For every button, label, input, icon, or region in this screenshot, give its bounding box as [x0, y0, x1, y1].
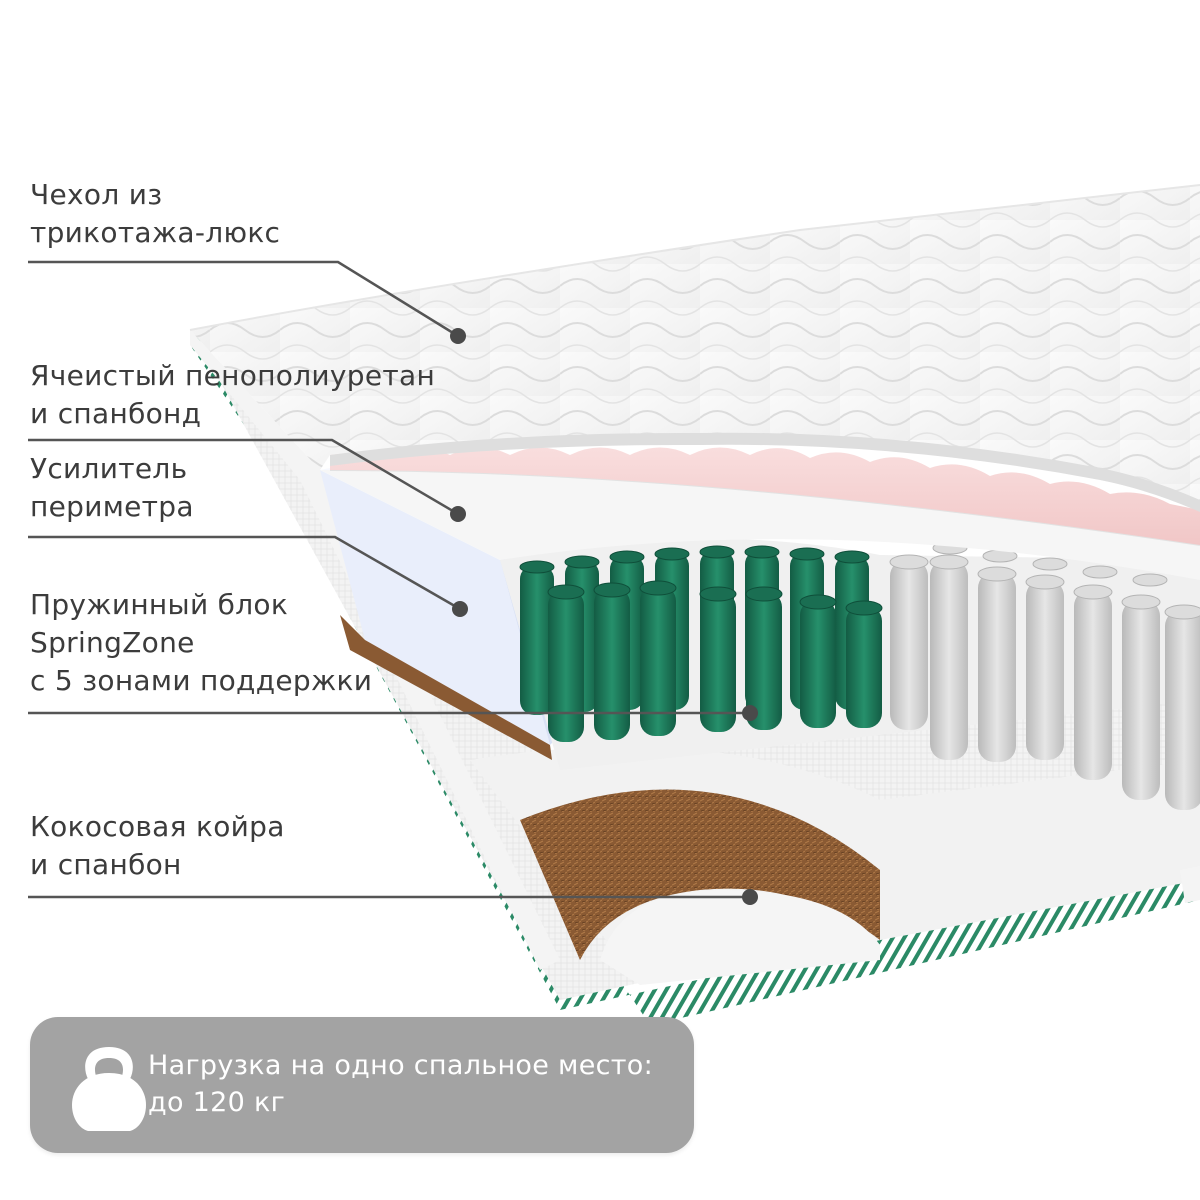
label-perimeter-line1: Усилитель [30, 452, 188, 485]
load-text: Нагрузка на одно спальное место: до 120 … [148, 1047, 653, 1121]
label-cover-line2: трикотажа-люкс [30, 216, 281, 249]
label-springs-line3: с 5 зонами поддержки [30, 664, 373, 697]
label-springs-line2: SpringZone [30, 626, 195, 659]
label-coir: Кокосовая койра и спанбон [30, 808, 285, 884]
load-text-line1: Нагрузка на одно спальное место: [148, 1050, 654, 1081]
label-springs: Пружинный блок SpringZone с 5 зонами под… [30, 586, 372, 700]
label-springs-line1: Пружинный блок [30, 588, 289, 621]
label-coir-line2: и спанбон [30, 848, 182, 881]
label-cover-line1: Чехол из [30, 178, 163, 211]
label-foam-line1: Ячеистый пенополиуретан [30, 359, 436, 392]
kettlebell-icon [72, 1047, 146, 1131]
label-perimeter-line2: периметра [30, 490, 194, 523]
load-text-line2: до 120 кг [148, 1087, 286, 1118]
label-coir-line1: Кокосовая койра [30, 810, 285, 843]
load-badge: Нагрузка на одно спальное место: до 120 … [30, 1017, 694, 1153]
label-foam: Ячеистый пенополиуретан и спанбонд [30, 357, 435, 433]
label-foam-line2: и спанбонд [30, 397, 202, 430]
grey-springs-zone [889, 541, 1200, 810]
label-cover: Чехол из трикотажа-люкс [30, 176, 280, 252]
label-perimeter: Усилитель периметра [30, 450, 194, 526]
green-springs-zone [519, 545, 883, 742]
